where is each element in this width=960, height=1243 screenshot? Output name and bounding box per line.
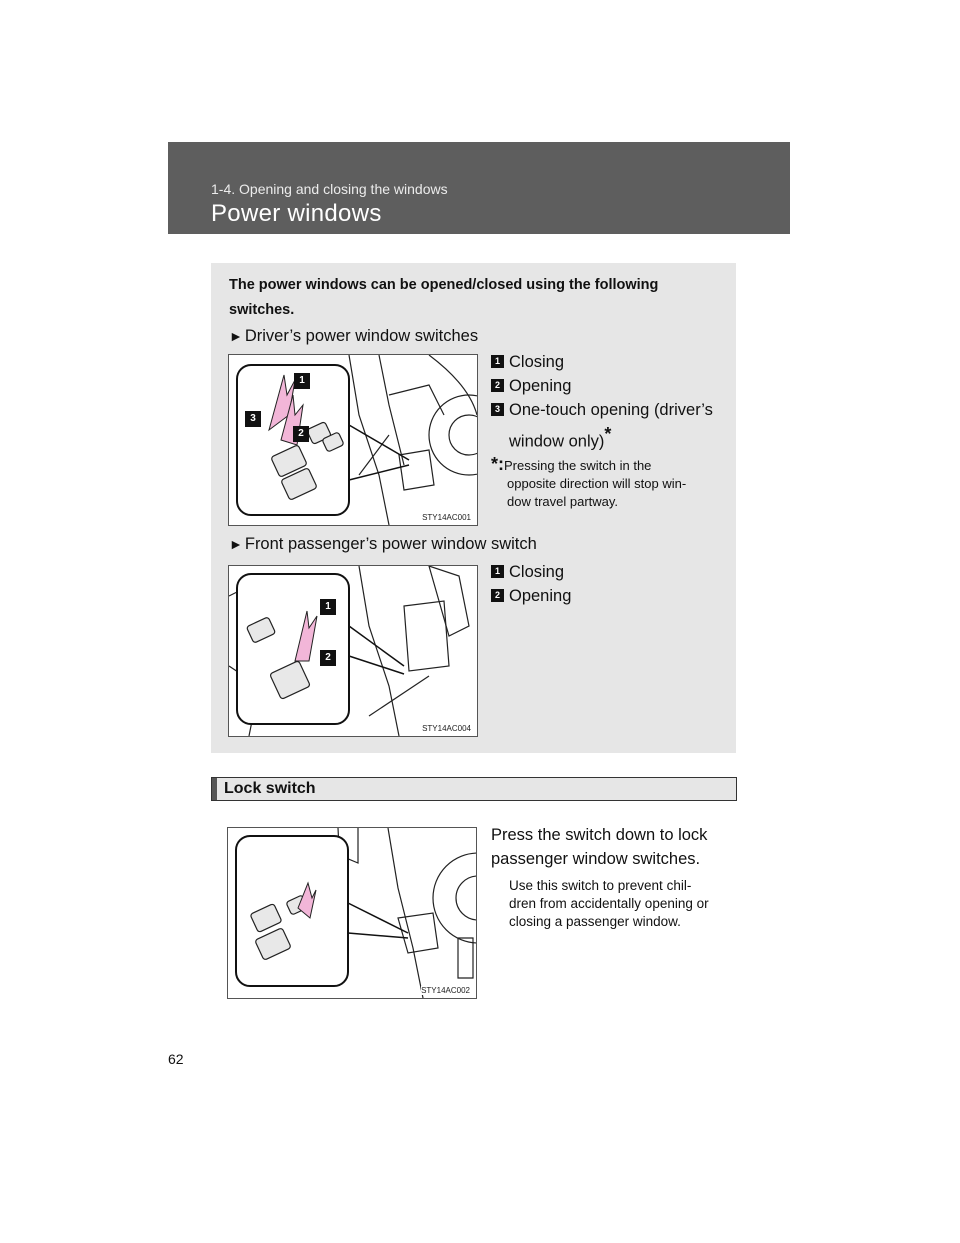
lock-switch-text: Press the switch down to lock passenger … [491,826,708,868]
driver-door-illustration [236,355,477,525]
heading-accent [212,778,217,800]
callout-2: 2 [320,650,336,666]
lock-switch-figure: STY14AC002 [227,827,477,999]
arrow-icon: ► [229,328,243,344]
driver-switch-figure: 1 3 2 STY14AC001 [228,354,478,526]
lock-switch-heading: Lock switch [211,777,737,801]
page-title: Power windows [211,200,382,227]
lock-switch-title: Lock switch [224,780,316,797]
page-number: 62 [168,1051,184,1067]
figure-code: STY14AC001 [422,513,471,522]
lock-switch-note: Use this switch to prevent chil- dren fr… [509,878,709,929]
footnote-mark: *: [491,454,504,474]
intro-text: The power windows can be opened/closed u… [229,277,659,318]
passenger-switch-figure: 1 2 STY14AC004 [228,565,478,737]
figure-code: STY14AC004 [422,724,471,733]
driver-heading-text: Driver’s power window switches [244,327,479,345]
callout-3: 3 [245,411,261,427]
legend-item-continued: window only)* [509,424,612,451]
driver-heading: ►Driver’s power window switches [229,327,478,346]
callout-2: 2 [293,426,309,442]
chapter-header: 1-4. Opening and closing the windows Pow… [168,142,790,234]
driver-footnote: *:Pressing the switch in the opposite di… [491,454,687,509]
figure-code: STY14AC002 [421,986,470,995]
callout-1: 1 [294,373,310,389]
arrow-icon: ► [229,536,243,552]
passenger-heading: ►Front passenger’s power window switch [229,535,537,554]
zoom-circle [236,573,350,725]
switches-panel: The power windows can be opened/closed u… [211,263,736,753]
passenger-heading-text: Front passenger’s power window switch [244,535,537,553]
lock-switch-illustration [235,828,476,998]
passenger-door-illustration [229,566,470,736]
section-label: 1-4. Opening and closing the windows [211,181,448,197]
asterisk-icon: * [604,424,612,444]
callout-1: 1 [320,599,336,615]
